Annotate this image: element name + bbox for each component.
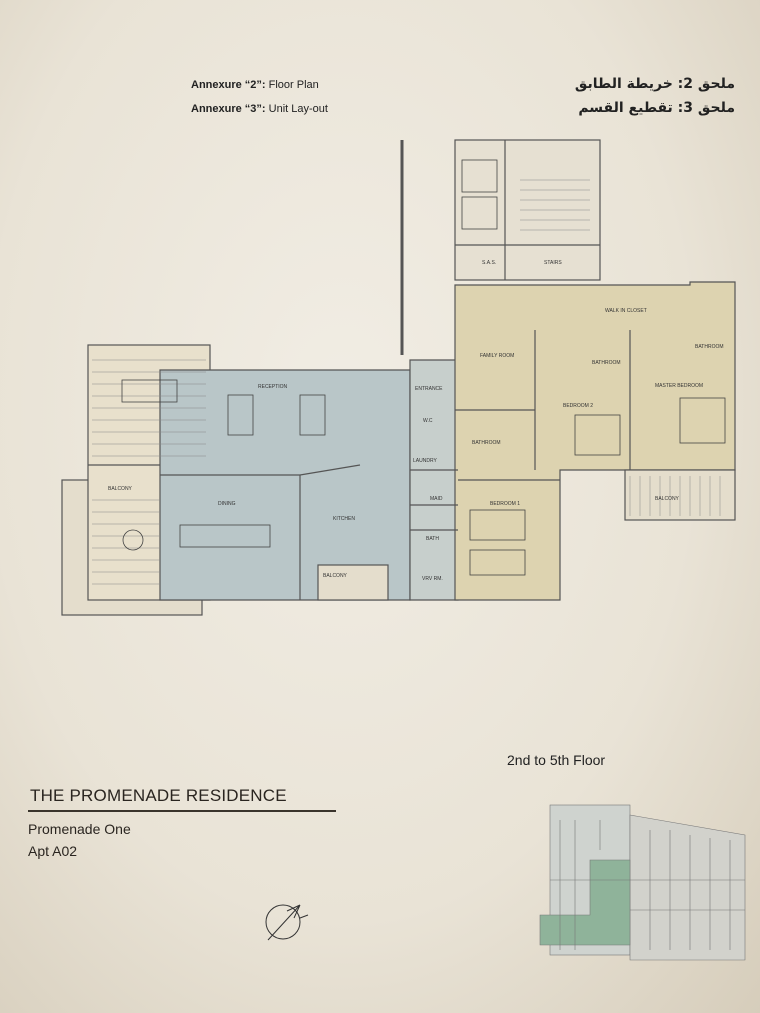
label-laundry: LAUNDRY	[413, 458, 437, 464]
label-sas: S.A.S.	[482, 260, 496, 266]
key-plan-highlight	[539, 859, 631, 946]
label-family-room: FAMILY ROOM	[480, 353, 514, 359]
label-maid: MAID	[430, 496, 443, 502]
reception-sofa	[227, 394, 254, 436]
bottom-balcony	[317, 564, 389, 601]
label-bathroom-1: BATHROOM	[472, 440, 501, 446]
project-title: THE PROMENADE RESIDENCE	[30, 786, 287, 805]
label-master-bedroom: MASTER BEDROOM	[655, 383, 703, 389]
dining-table	[179, 524, 271, 548]
label-bathroom-2: BATHROOM	[592, 360, 621, 366]
apartment-name: Apt A02	[28, 843, 78, 859]
floor-range: 2nd to 5th Floor	[507, 752, 606, 768]
arabic-annexure-3: ملحق 3: تقطيع القسم	[578, 100, 735, 116]
label-balcony-master: BALCONY	[655, 496, 680, 502]
label-kitchen: KITCHEN	[333, 516, 355, 522]
key-plan	[539, 804, 746, 961]
label-wc: W.C	[423, 418, 433, 424]
title-rule	[28, 810, 336, 812]
label-bath: BATH	[426, 536, 439, 542]
annexure-3-line: Annexure “3”: Unit Lay-out	[191, 103, 328, 115]
label-bedroom-1: BEDROOM 1	[490, 501, 520, 507]
label-balcony-left: BALCONY	[108, 486, 133, 492]
entrance-zone	[409, 359, 459, 601]
label-dining: DINING	[218, 501, 236, 507]
building-name: Promenade One	[28, 821, 131, 837]
label-stairs: STAIRS	[544, 260, 562, 266]
label-walk-in-closet: WALK IN CLOSET	[605, 308, 647, 314]
label-bathroom-3: BATHROOM	[695, 344, 724, 350]
label-balcony-bottom: BALCONY	[323, 573, 348, 579]
label-entrance: ENTRANCE	[415, 386, 443, 392]
label-reception: RECEPTION	[258, 384, 288, 390]
label-bedroom-2: BEDROOM 2	[563, 403, 593, 409]
label-vrv: VRV RM.	[422, 576, 443, 582]
arabic-annexure-2: ملحق 2: خريطة الطابق	[574, 76, 735, 92]
annexure-2-line: Annexure “2”: Floor Plan	[191, 79, 319, 91]
compass-icon	[265, 904, 309, 941]
